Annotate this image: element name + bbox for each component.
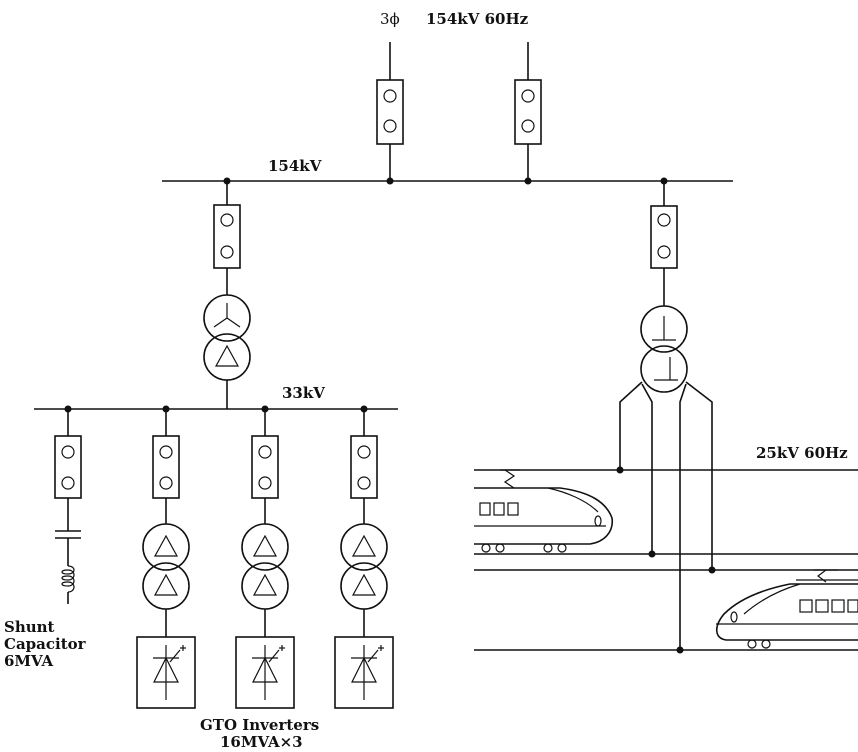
gto-label-line1: GTO Inverters [200, 716, 319, 734]
feeder-label: 25kV 60Hz [756, 444, 848, 462]
gto-inverter-icon [334, 636, 394, 709]
supply-phase-label: 3ϕ [380, 10, 400, 28]
delta-winding-icon [340, 523, 388, 571]
bus-33kv [34, 405, 398, 413]
train-icon [715, 569, 858, 649]
incoming-line-1 [376, 42, 404, 181]
circuit-breaker-icon [251, 435, 279, 499]
bus-33kv-label: 33kV [282, 384, 325, 402]
circuit-breaker-icon [213, 204, 241, 269]
gto-inverter-icon [235, 636, 295, 709]
circuit-breaker-icon [152, 435, 180, 499]
circuit-breaker-icon [650, 205, 678, 269]
inductor-icon [61, 565, 75, 593]
circuit-breaker-icon [376, 79, 404, 145]
shunt-label-line3: 6MVA [4, 652, 54, 670]
circuit-breaker-icon [514, 79, 542, 145]
scott-transformer-icon [640, 305, 688, 393]
left-transformer-branch [203, 181, 251, 409]
bus-154kv-label: 154kV [268, 157, 322, 175]
capacitor-icon [55, 530, 81, 539]
shunt-capacitor-branch [54, 409, 82, 604]
gto-branch-2 [235, 409, 295, 709]
incoming-line-2 [514, 42, 542, 181]
gto-branch-3 [334, 409, 394, 709]
supply-rating-label: 154kV 60Hz [426, 10, 529, 28]
wye-winding-icon [203, 294, 251, 342]
feeder-lines [474, 466, 858, 654]
circuit-breaker-icon [54, 435, 82, 499]
train-icon [474, 469, 614, 553]
delta-winding-icon [241, 523, 289, 571]
gto-branch-1 [136, 409, 196, 709]
shunt-label-line1: Shunt [4, 618, 55, 636]
gto-label-line2: 16MVA×3 [220, 733, 303, 751]
shunt-label-line2: Capacitor [4, 635, 87, 653]
delta-winding-icon [142, 523, 190, 571]
bus-154kv [162, 177, 733, 185]
circuit-breaker-icon [350, 435, 378, 499]
gto-inverter-icon [136, 636, 196, 709]
right-transformer-branch [619, 181, 713, 650]
